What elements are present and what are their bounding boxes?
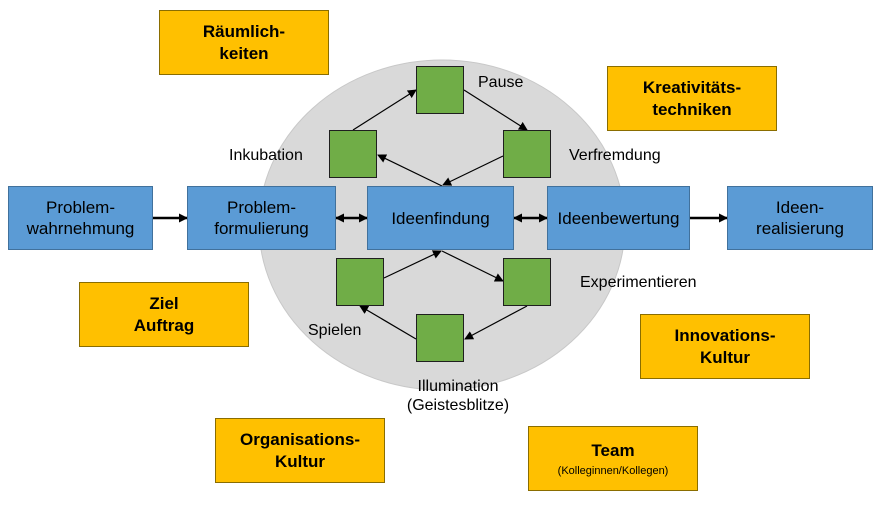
box-ideenrealisierung: Ideen- realisierung bbox=[727, 186, 873, 250]
factor-team-subtitle: (Kolleginnen/Kollegen) bbox=[557, 464, 669, 477]
label-experimentieren: Experimentieren bbox=[580, 274, 697, 291]
factor-ziel-auftrag: Ziel Auftrag bbox=[79, 282, 249, 347]
arrow-verfremdung-to-ideenfindung bbox=[442, 155, 504, 186]
label-pause: Pause bbox=[478, 74, 524, 91]
square-illumination bbox=[416, 314, 464, 362]
square-spielen bbox=[336, 258, 384, 306]
arrow-pause-to-verfremdung bbox=[463, 89, 528, 131]
square-inkubation bbox=[329, 130, 377, 178]
arrow-inkubation-to-pause bbox=[352, 89, 417, 131]
box-ideenfindung-line1: Ideenfindung bbox=[391, 208, 490, 228]
box-ideenrealisierung-line1: Ideen- bbox=[775, 198, 825, 217]
box-problemwahrnehmung-line1: Problem- bbox=[46, 198, 115, 217]
box-problemformulierung-line1: Problem- bbox=[227, 198, 296, 217]
arrow-illumination-to-spielen bbox=[359, 305, 417, 340]
factor-innovationskultur-line2: Kultur bbox=[699, 347, 751, 367]
arrow-ideenfindung-to-inkubation bbox=[377, 154, 443, 187]
box-problemformulierung-line2: formulierung bbox=[214, 219, 309, 238]
arrow-spielen-to-ideenfindung bbox=[383, 250, 442, 279]
factor-kreativitaetstechniken-line2: techniken bbox=[652, 99, 732, 119]
factor-raeumlichkeiten-line1: Räumlich- bbox=[202, 21, 286, 41]
square-pause bbox=[416, 66, 464, 114]
factor-kreativitaetstechniken-line1: Kreativitäts- bbox=[642, 77, 742, 97]
label-verfremdung: Verfremdung bbox=[569, 147, 661, 164]
factor-kreativitaetstechniken: Kreativitäts- techniken bbox=[607, 66, 777, 131]
factor-innovationskultur: Innovations- Kultur bbox=[640, 314, 810, 379]
label-spielen: Spielen bbox=[308, 322, 362, 339]
box-ideenbewertung: Ideenbewertung bbox=[547, 186, 690, 250]
square-experimentieren bbox=[503, 258, 551, 306]
factor-team: Team (Kolleginnen/Kollegen) bbox=[528, 426, 698, 491]
factor-organisationskultur-line2: Kultur bbox=[274, 451, 326, 471]
box-problemformulierung: Problem- formulierung bbox=[187, 186, 336, 250]
factor-organisationskultur-line1: Organisations- bbox=[240, 429, 360, 449]
label-illumination-line1: Illumination bbox=[417, 378, 499, 395]
factor-team-title: Team bbox=[591, 440, 635, 460]
factor-ziel-auftrag-line2: Auftrag bbox=[133, 315, 195, 335]
box-problemwahrnehmung: Problem- wahrnehmung bbox=[8, 186, 153, 250]
box-ideenfindung: Ideenfindung bbox=[367, 186, 514, 250]
factor-raeumlichkeiten-line2: keiten bbox=[219, 43, 269, 63]
factor-ziel-auftrag-line1: Ziel bbox=[149, 293, 179, 313]
factor-innovationskultur-line1: Innovations- bbox=[674, 325, 776, 345]
box-problemwahrnehmung-line2: wahrnehmung bbox=[26, 219, 135, 238]
box-ideenrealisierung-line2: realisierung bbox=[756, 219, 844, 238]
factor-organisationskultur: Organisations- Kultur bbox=[215, 418, 385, 483]
label-illumination: Illumination (Geistesblitze) bbox=[388, 377, 528, 415]
label-illumination-line2: (Geistesblitze) bbox=[406, 397, 510, 414]
arrow-experimentieren-to-illumination bbox=[464, 305, 528, 340]
factor-raeumlichkeiten: Räumlich- keiten bbox=[159, 10, 329, 75]
box-ideenbewertung-line1: Ideenbewertung bbox=[557, 208, 680, 228]
label-inkubation: Inkubation bbox=[229, 147, 303, 164]
square-verfremdung bbox=[503, 130, 551, 178]
arrow-ideenfindung-to-experimentieren bbox=[441, 250, 504, 282]
